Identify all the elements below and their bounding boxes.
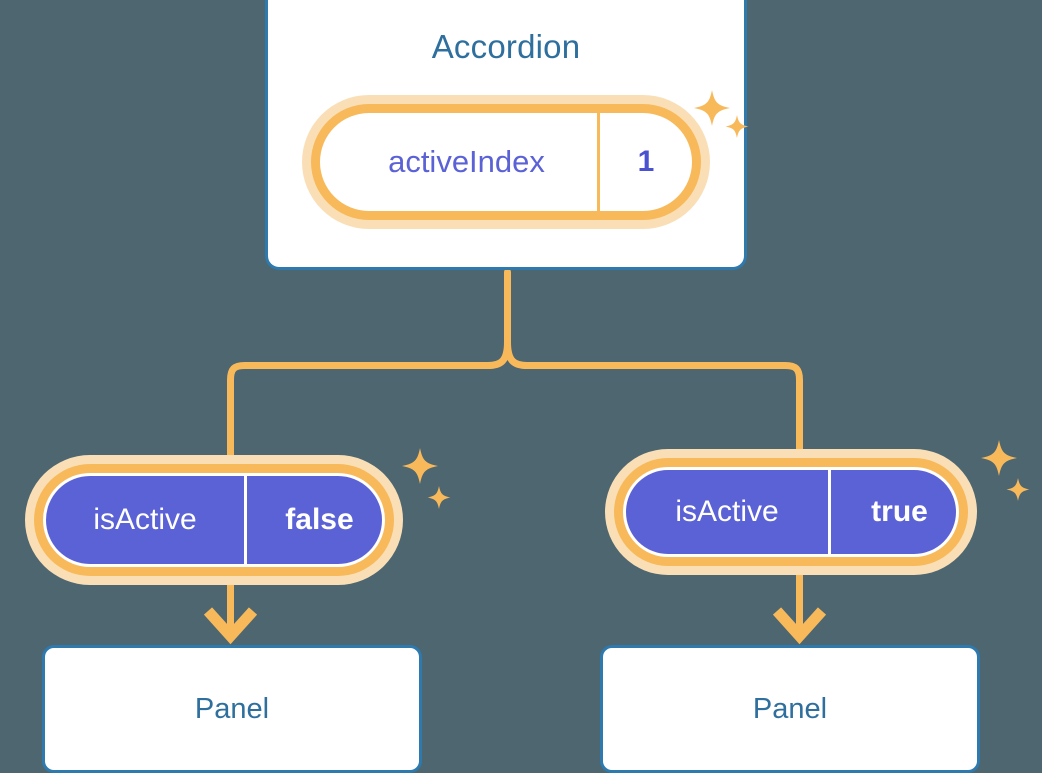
sparkle-group-left xyxy=(396,440,466,525)
state-pill-isactive-right[interactable]: isActive true xyxy=(614,458,968,566)
pill-key-label: activeIndex xyxy=(388,144,545,179)
state-pill-isactive-left[interactable]: isActive false xyxy=(34,464,394,576)
state-pill-activeindex[interactable]: activeIndex 1 xyxy=(311,104,701,220)
arrow-down-icon-left xyxy=(203,607,258,645)
arrow-down-icon-right xyxy=(772,607,827,645)
pill-key-label: isActive xyxy=(675,495,779,528)
pill-key-label: isActive xyxy=(93,503,197,536)
connector-fork-left xyxy=(227,338,511,474)
sparkle-icon-small xyxy=(427,486,451,509)
pill-value-label: false xyxy=(244,476,382,564)
panel-box-right[interactable]: Panel xyxy=(600,645,980,773)
sparkle-icon-small xyxy=(1006,478,1030,501)
panel-label: Panel xyxy=(194,692,270,725)
panel-box-left[interactable]: Panel xyxy=(42,645,422,773)
sparkle-icon xyxy=(981,440,1017,476)
pill-value-label: 1 xyxy=(597,113,692,211)
sparkle-group-right xyxy=(975,432,1042,517)
pill-body: isActive false xyxy=(43,473,385,567)
pill-value-label: true xyxy=(828,470,956,554)
page-title: Accordion xyxy=(431,28,581,65)
pill-body: activeIndex 1 xyxy=(320,113,692,211)
sparkle-icon xyxy=(402,448,438,484)
connector-fork-right xyxy=(504,338,803,470)
pill-body: isActive true xyxy=(623,467,959,557)
panel-label: Panel xyxy=(752,692,828,725)
